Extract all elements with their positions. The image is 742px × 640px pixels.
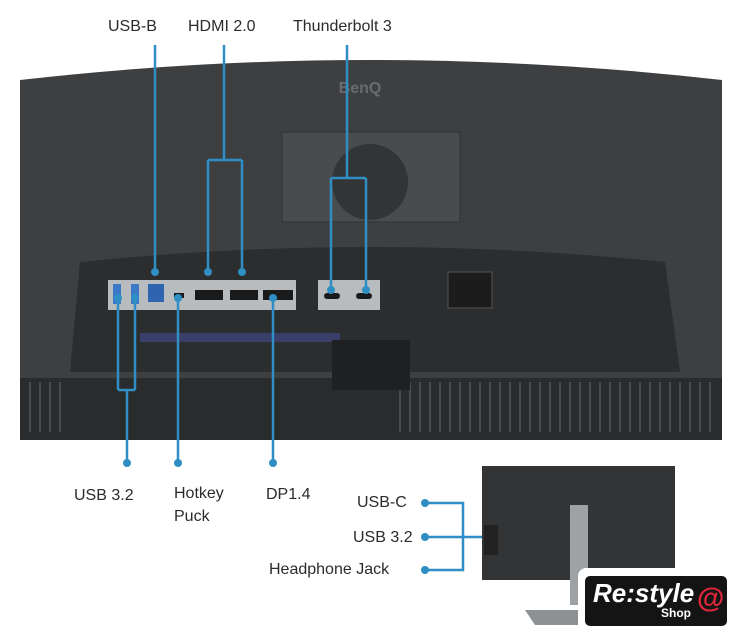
label-usb-b: USB-B (108, 18, 157, 35)
label-strip (140, 333, 340, 342)
watermark-main: Re:style (593, 578, 695, 608)
watermark-at-icon: @ (697, 582, 725, 613)
power-socket (447, 271, 493, 309)
watermark-sub: Shop (661, 606, 691, 620)
label-hotkey-1: Hotkey (174, 485, 224, 502)
hdmi-port (195, 290, 223, 300)
tb3-port (356, 293, 372, 299)
usb-b-port (148, 284, 164, 302)
side-monitor-ports (484, 525, 498, 555)
dp-port (263, 290, 293, 300)
label-headphone: Headphone Jack (269, 561, 390, 578)
usb-a-port (113, 284, 121, 304)
stand-hole (332, 144, 408, 220)
callout-lines (116, 45, 484, 572)
label-thunderbolt: Thunderbolt 3 (293, 18, 392, 35)
label-usb32-side: USB 3.2 (353, 529, 413, 546)
callout-dots (114, 268, 429, 574)
cable-clip (332, 340, 410, 390)
label-usb32-bottom: USB 3.2 (74, 487, 134, 504)
label-usb-c: USB-C (357, 494, 407, 511)
watermark-logo: Re:style Shop @ (578, 568, 734, 632)
brand-logo: BenQ (339, 80, 382, 97)
label-dp: DP1.4 (266, 486, 311, 503)
label-hotkey-2: Puck (174, 508, 210, 525)
tb3-port (324, 293, 340, 299)
vent-slots (29, 382, 711, 432)
hdmi-port (230, 290, 258, 300)
label-hdmi: HDMI 2.0 (188, 18, 256, 35)
